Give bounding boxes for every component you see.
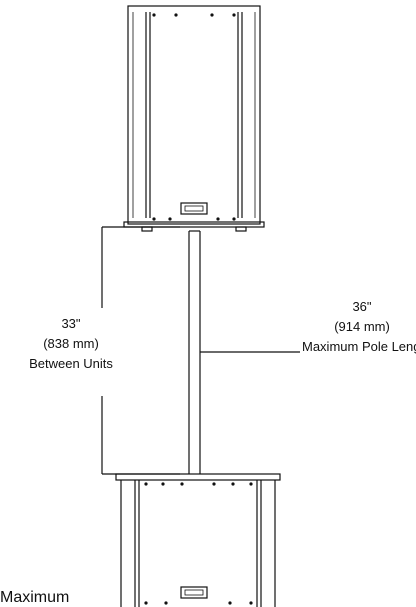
cut-off-heading: Maximum: [0, 589, 70, 606]
pole: [188, 230, 201, 474]
lower-speaker-screws: [144, 482, 253, 605]
pole-length-inches: 36": [352, 299, 372, 314]
logo-badge-icon: [180, 202, 208, 215]
between-units-inches: 33": [61, 316, 81, 331]
between-units-metric: (838 mm): [43, 336, 99, 351]
between-units-dimension-line: [101, 226, 180, 475]
pole-length-caption: Maximum Pole Length: [302, 339, 416, 354]
upper-speaker: [123, 5, 265, 232]
lower-speaker: [115, 473, 281, 607]
lower-logo-badge-icon: [180, 586, 208, 599]
upper-speaker-screws: [152, 13, 236, 221]
pole-length-label: 36" (914 mm) Maximum Pole Length: [302, 297, 416, 357]
between-units-label: 33" (838 mm) Between Units: [22, 314, 120, 374]
pole-length-metric: (914 mm): [334, 319, 390, 334]
between-units-caption: Between Units: [29, 356, 113, 371]
